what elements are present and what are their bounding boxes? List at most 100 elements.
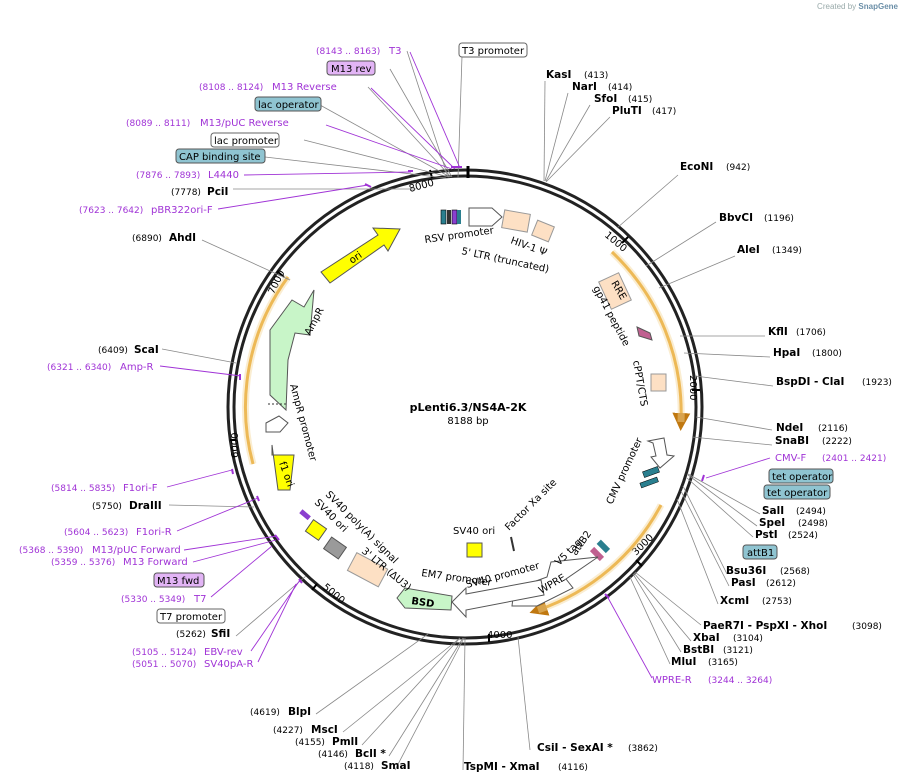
plasmid-length: 8188 bp <box>447 416 488 427</box>
tick-6000: 6000 <box>230 433 241 458</box>
enzymes-right-3-name-label: PluTI <box>612 105 642 117</box>
enzymes-right-2-pos-label: (415) <box>628 95 652 105</box>
primers-9-name-label: M13 Forward <box>123 557 188 568</box>
enzymes-bottom-4-name-label: PmlI <box>332 736 358 748</box>
enzymes-right-21-name-label: MluI <box>671 656 696 668</box>
enzymes-right-12-name-label: SalI <box>762 505 784 517</box>
enzymes-bottom-5-name-label: BclI * <box>355 748 386 760</box>
enzymes-bottom-1-name-label: TspMI - XmaI <box>464 761 540 773</box>
enzymes-right-5-pos-label: (1196) <box>764 214 794 224</box>
enzymes-right-1-pos-label: (414) <box>608 83 632 93</box>
enzymes-right-20-name-label: BstBI <box>683 644 714 656</box>
primer-marks <box>231 166 705 599</box>
primers-10-pos-label: (5330 .. 5349) <box>121 595 185 605</box>
primers-6-name-label: F1ori-F <box>123 483 158 494</box>
plasmid-title: pLenti6.3/NS4A-2K <box>410 401 527 414</box>
primers-12-pos-label: (5051 .. 5070) <box>132 660 196 670</box>
enzymes-right-14-pos-label: (2524) <box>788 531 818 541</box>
enzymes-right-0-pos-label: (413) <box>584 71 608 81</box>
enzymes-right-7-name-label: KflI <box>768 326 788 338</box>
enzymes-bottom-3-pos-label: (4227) <box>273 726 303 736</box>
features-sv40-ori-inner-label: SV40 ori <box>453 526 495 537</box>
primers-0-name-label: T3 <box>388 46 401 57</box>
enzymes-right-11-pos-label: (2222) <box>822 437 852 447</box>
enzymes-left-3-name-label: AhdI <box>169 232 196 244</box>
primers-7-name-label: F1ori-R <box>136 527 172 538</box>
primers-14-name-label: WPRE-R <box>652 675 692 686</box>
enzymes-right-12-pos-label: (2494) <box>796 507 826 517</box>
boxed-labels-cap-site-label: CAP binding site <box>179 152 261 163</box>
enzymes-right-19-name-label: XbaI <box>693 632 720 644</box>
features-em7-label: EM7 promoter <box>421 568 494 589</box>
primers-1-name-label: M13 Reverse <box>272 82 337 93</box>
primer-lines <box>159 51 771 679</box>
enzymes-left-2-name-label: ScaI <box>134 344 159 356</box>
primers-2-name-label: M13/pUC Reverse <box>200 118 289 129</box>
enzymes-left-4-name-label: PciI <box>207 186 228 198</box>
enzymes-right-19-pos-label: (3104) <box>733 634 763 644</box>
enzymes-left-1-pos-label: (5750) <box>92 502 122 512</box>
enzymes-right-6-name-label: AleI <box>737 244 760 256</box>
primers-2-pos-label: (8089 .. 8111) <box>126 119 190 129</box>
enzymes-right-9-pos-label: (1923) <box>862 378 892 388</box>
enzymes-bottom-6-name-label: SmaI <box>381 760 411 772</box>
enzymes-left-4-pos-label: (7778) <box>171 188 201 198</box>
boxed-labels-t3-promoter-label: T3 promoter <box>461 46 525 57</box>
enzymes-right-16-pos-label: (2612) <box>766 579 796 589</box>
primers-14-pos-label: (3244 .. 3264) <box>708 676 772 686</box>
primers-13-name-label: CMV-F <box>775 453 806 464</box>
enzymes-bottom-0-pos-label: (3862) <box>628 744 658 754</box>
enzymes-right-15-pos-label: (2568) <box>780 567 810 577</box>
boxed-labels: T3 promoter M13 rev lac operator lac pro… <box>153 42 834 624</box>
boxed-labels-m13-fwd-label: M13 fwd <box>157 576 199 587</box>
right-enzyme-labels: KasI(413) NarI(414) SfoI(415) PluTI(417)… <box>546 69 892 668</box>
primer-labels: (8143 .. 8163)T3 (8108 .. 8124)M13 Rever… <box>19 46 886 686</box>
enzymes-bottom-4-pos-label: (4155) <box>295 738 325 748</box>
primers-5-name-label: Amp-R <box>120 362 154 373</box>
snapgene-credit: Created by SnapGene <box>817 2 898 11</box>
primers-6-pos-label: (5814 .. 5835) <box>51 484 115 494</box>
tick-marks <box>230 169 700 642</box>
boxed-labels-tet-operator-1-label: tet operator <box>772 472 833 483</box>
enzymes-right-9-name-label: BspDI - ClaI <box>776 376 844 388</box>
features-rsv-promoter-label: RSV promoter <box>424 225 495 246</box>
enzymes-right-20-pos-label: (3121) <box>723 646 753 656</box>
enzymes-right-4-pos-label: (942) <box>726 163 750 173</box>
enzymes-right-18-name-label: PaeR7I - PspXI - XhoI <box>703 620 827 632</box>
enzymes-bottom-1-pos-label: (4116) <box>558 763 588 773</box>
primers-7-pos-label: (5604 .. 5623) <box>64 528 128 538</box>
primers-8-name-label: M13/pUC Forward <box>92 545 181 556</box>
tick-8000: 8000 <box>408 178 435 195</box>
enzymes-right-8-name-label: HpaI <box>773 347 800 359</box>
enzymes-bottom-6-pos-label: (4118) <box>344 762 374 772</box>
enzymes-right-1-name-label: NarI <box>572 81 597 93</box>
enzymes-bottom-3-name-label: MscI <box>311 724 338 736</box>
enzymes-right-4-name-label: EcoNI <box>680 161 713 173</box>
enzymes-bottom-2-pos-label: (4619) <box>250 708 280 718</box>
enzymes-right-5-name-label: BbvCI <box>719 212 753 224</box>
primers-9-pos-label: (5359 .. 5376) <box>51 558 115 568</box>
boxed-labels-t7-promoter-label: T7 promoter <box>159 612 223 623</box>
bottom-enzyme-labels: CsiI - SexAI *(3862) TspMI - XmaI(4116) … <box>250 706 658 773</box>
enzymes-right-16-name-label: PasI <box>731 577 756 589</box>
enzymes-left-3-pos-label: (6890) <box>132 234 162 244</box>
primers-3-pos-label: (7876 .. 7893) <box>136 171 200 181</box>
enzymes-left-2-pos-label: (6409) <box>98 346 128 356</box>
tick-4000: 4000 <box>487 630 512 641</box>
features-factor-xa-label: Factor Xa site <box>503 477 559 533</box>
enzymes-left-0-name-label: SfiI <box>211 628 230 640</box>
enzymes-right-7-pos-label: (1706) <box>796 328 826 338</box>
enzymes-right-17-pos-label: (2753) <box>762 597 792 607</box>
primers-5-pos-label: (6321 .. 6340) <box>47 363 111 373</box>
enzymes-right-0-name-label: KasI <box>546 69 571 81</box>
enzymes-right-10-name-label: NdeI <box>776 422 803 434</box>
boxed-labels-tet-operator-2-label: tet operator <box>767 488 828 499</box>
enzymes-right-3-pos-label: (417) <box>652 107 676 117</box>
enzymes-right-11-name-label: SnaBI <box>775 435 809 447</box>
enzymes-right-15-name-label: Bsu36I <box>726 565 766 577</box>
features-bsd-label: BSD <box>411 596 435 610</box>
enzymes-right-10-pos-label: (2116) <box>818 424 848 434</box>
primers-13-pos-label: (2401 .. 2421) <box>822 454 886 464</box>
